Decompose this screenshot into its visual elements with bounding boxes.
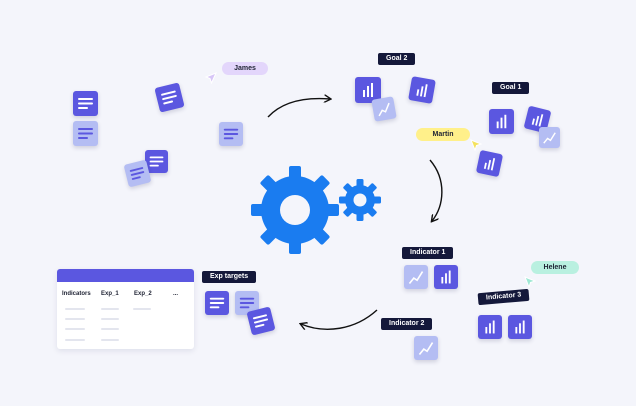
bar-chart-card-icon <box>434 265 458 289</box>
arrow-to-indicators <box>429 159 443 221</box>
document-card-icon <box>73 121 98 146</box>
bar-chart-card-icon <box>489 109 514 134</box>
tag-goal-2: Goal 2 <box>378 53 416 65</box>
tag-exp-targets: Exp targets <box>202 271 257 283</box>
tag-indicator-2: Indicator 2 <box>381 318 433 330</box>
column-header-exp-2: Exp_2 <box>134 291 152 297</box>
gears-icon <box>251 166 381 254</box>
document-card-icon <box>154 82 185 113</box>
table-cell-placeholder <box>65 328 85 330</box>
table-cell-placeholder <box>65 308 85 310</box>
bar-chart-card-icon <box>508 315 532 339</box>
arrow-to-table <box>301 309 378 329</box>
bar-chart-card-icon <box>408 76 436 104</box>
table-cell-placeholder <box>101 308 119 310</box>
document-card-icon <box>145 150 168 173</box>
table-cell-placeholder <box>101 339 119 341</box>
column-header-more: ... <box>173 291 179 297</box>
user-label-martin: Martin <box>416 128 470 141</box>
column-header-indicators: Indicators <box>62 291 91 297</box>
table-cell-placeholder <box>65 339 85 341</box>
document-card-icon <box>73 91 98 116</box>
cursor-icon <box>470 139 482 151</box>
user-label-james: James <box>222 62 268 75</box>
column-header-exp-1: Exp_1 <box>101 291 119 297</box>
cursor-icon <box>205 72 217 84</box>
line-chart-card-icon <box>539 127 560 148</box>
document-card-icon <box>205 291 229 315</box>
arrow-to-goals <box>267 99 330 118</box>
line-chart-card-icon <box>414 336 438 360</box>
table-cell-placeholder <box>101 328 119 330</box>
document-card-icon <box>123 159 152 188</box>
table-cell-placeholder <box>65 318 85 320</box>
tag-indicator-1: Indicator 1 <box>402 247 454 259</box>
document-card-icon <box>219 122 243 146</box>
bar-chart-card-icon <box>478 315 502 339</box>
table-cell-placeholder <box>101 318 119 320</box>
document-card-icon <box>246 306 276 336</box>
tag-goal-1: Goal 1 <box>492 82 530 94</box>
table-header-bar <box>57 269 194 282</box>
line-chart-card-icon <box>404 265 428 289</box>
targets-table: Indicators Exp_1 Exp_2 ... <box>57 269 194 349</box>
table-cell-placeholder <box>133 308 151 310</box>
user-label-helene: Helene <box>531 261 579 274</box>
line-chart-card-icon <box>371 96 397 122</box>
cursor-icon <box>524 276 536 288</box>
bar-chart-card-icon <box>475 149 504 178</box>
bar-chart-card-icon <box>523 105 552 134</box>
